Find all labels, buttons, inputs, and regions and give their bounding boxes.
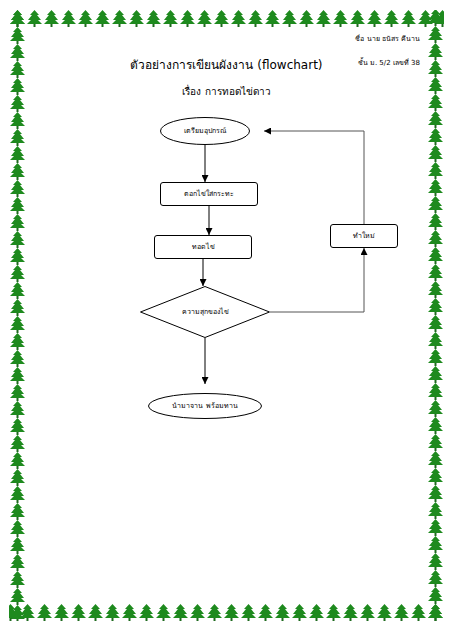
subtitle: เรื่อง การทอดไข่ดาว [0, 84, 453, 99]
flow-arrow [203, 259, 204, 286]
node-text: ทำใหม่ [349, 232, 379, 240]
flow-arrow [205, 145, 206, 182]
student-class: ชั้น ม. 5/2 เลขที่ 38 [358, 57, 420, 68]
process-box: ทำใหม่ [330, 224, 398, 248]
end-terminal: นำมาจาน พร้อมทาน [148, 393, 262, 419]
flow-arrow [209, 206, 210, 235]
ellipse-outline [161, 118, 250, 145]
tree-row [9, 10, 444, 27]
flow-arrow [270, 248, 364, 312]
flow-arrow [264, 131, 364, 224]
process-box: ตอกไข่ใส่กระทะ [160, 182, 258, 206]
tree-column [9, 10, 26, 621]
node-text: ตอกไข่ใส่กระทะ [180, 190, 238, 198]
start-terminal: เตรียมอุปกรณ์ [160, 117, 250, 145]
ellipse-outline [149, 394, 262, 419]
flow-arrow [205, 338, 206, 384]
decision-diamond: ความสุกของไข่ [140, 286, 270, 338]
tree-row [9, 604, 444, 621]
node-text: ความสุกของไข่ [178, 308, 233, 316]
process-box: ทอดไข่ [154, 235, 252, 259]
tree-column [427, 10, 444, 621]
diamond-outline [141, 287, 270, 338]
node-text: ทอดไข่ [188, 243, 219, 251]
node-text: เตรียมอุปกรณ์ [180, 127, 230, 135]
node-text: นำมาจาน พร้อมทาน [168, 402, 241, 410]
student-name: ชื่อ นาย ธนัสร คีนาน [355, 33, 420, 44]
